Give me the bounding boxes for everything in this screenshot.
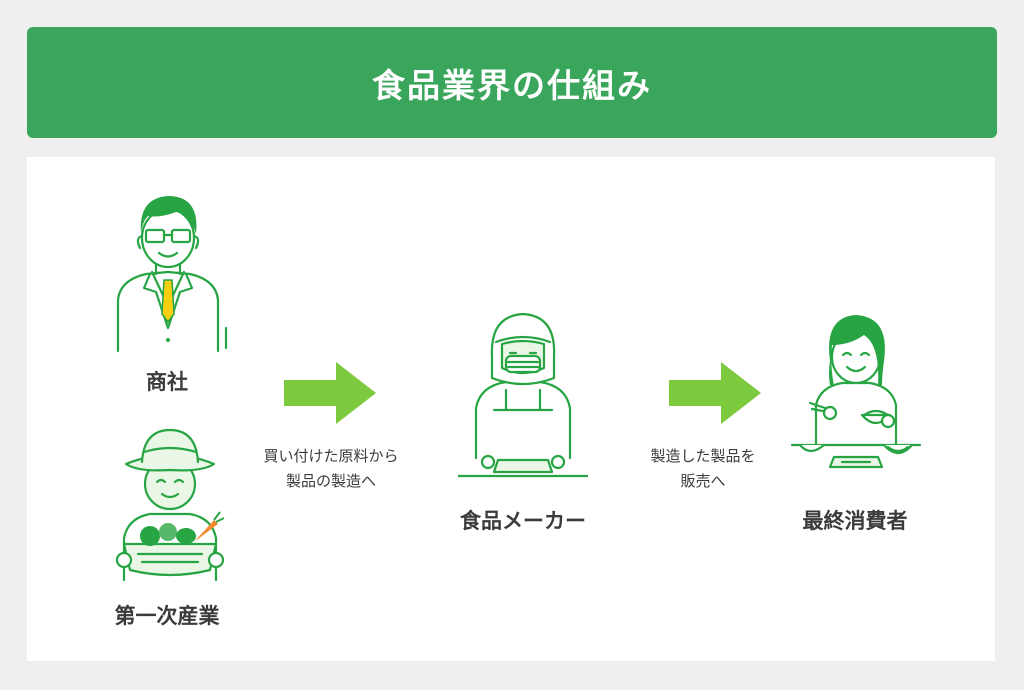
edge-label-line: 買い付けた原料から bbox=[263, 447, 399, 465]
arrow-right-icon bbox=[284, 362, 376, 424]
edge-label-line: 製造した製品を bbox=[650, 447, 756, 465]
node-food-maker: 食品メーカー bbox=[460, 509, 586, 533]
edge-label-to-maker: 買い付けた原料から 製品の製造へ bbox=[263, 444, 398, 494]
page-title: 食品業界の仕組み bbox=[372, 65, 652, 105]
arrow-right-icon bbox=[669, 362, 761, 424]
consumer-icon bbox=[790, 315, 922, 469]
edge-label-line: 製品の製造へ bbox=[285, 472, 377, 490]
businessman-icon bbox=[116, 196, 228, 353]
edge-label-line: 販売へ bbox=[680, 472, 726, 490]
factory-worker-icon bbox=[458, 312, 588, 478]
edge-label-to-consumer: 製造した製品を 販売へ bbox=[650, 444, 755, 494]
title-banner: 食品業界の仕組み bbox=[27, 27, 997, 138]
node-end-consumer: 最終消費者 bbox=[802, 509, 908, 533]
farmer-icon bbox=[115, 428, 225, 582]
node-primary-industry: 第一次産業 bbox=[114, 604, 220, 628]
node-trading: 商社 bbox=[146, 370, 188, 394]
